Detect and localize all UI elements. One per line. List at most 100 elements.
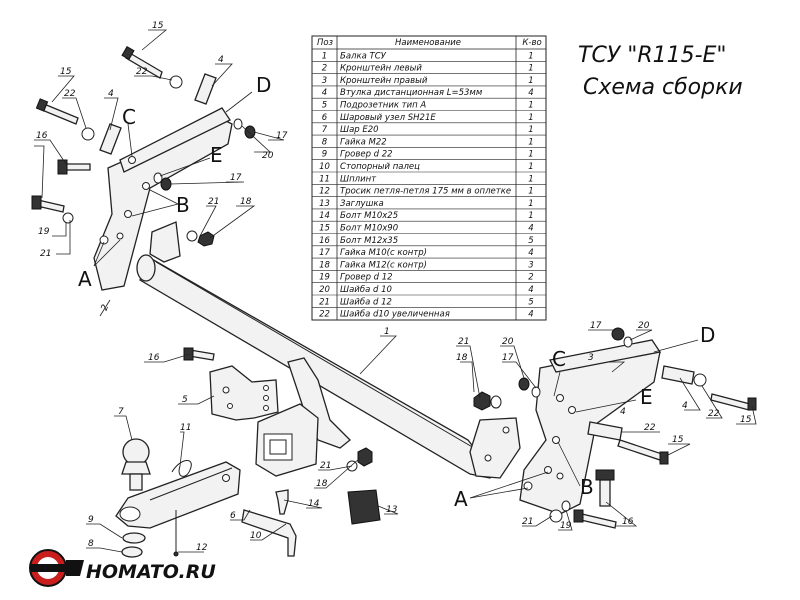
- part-number: 17: [590, 321, 602, 331]
- part-number: 21: [40, 249, 51, 259]
- table-cell-pos: 11: [319, 174, 330, 184]
- part-number: 9: [88, 515, 94, 525]
- table-cell-qty: 2: [528, 273, 533, 283]
- table-cell-name: Кронштейн левый: [340, 64, 422, 74]
- label-e-right: E: [640, 385, 653, 409]
- part-number: 3: [588, 353, 594, 363]
- table-cell-pos: 15: [319, 224, 330, 234]
- part-number: 18: [316, 479, 328, 489]
- part-number: 21: [458, 337, 469, 347]
- part-number: 6: [230, 511, 236, 521]
- stop-pin: [241, 509, 297, 557]
- table-cell-pos: 1: [322, 51, 327, 61]
- label-a-right: A: [454, 487, 468, 511]
- table-cell-qty: 1: [528, 150, 533, 160]
- spacer-sleeves: [99, 73, 695, 441]
- table-cell-name: Заглушка: [340, 199, 384, 209]
- part-number: 19: [38, 227, 50, 237]
- table-cell-pos: 18: [319, 260, 330, 270]
- label-d-left: D: [256, 73, 271, 97]
- table-cell-name: Гайка М22: [340, 137, 387, 147]
- table-cell-pos: 6: [322, 113, 328, 123]
- part-number: 21: [320, 461, 331, 471]
- logo-text: HOMATO.RU: [86, 561, 216, 583]
- table-cell-qty: 1: [528, 125, 533, 135]
- socket-plate: [209, 365, 279, 421]
- table-cell-name: Гайка М12(с контр): [340, 260, 427, 270]
- table-header-name: Наименование: [395, 38, 461, 48]
- part-number: 22: [644, 423, 656, 433]
- table-cell-pos: 21: [319, 297, 330, 307]
- table-cell-pos: 10: [319, 162, 330, 172]
- part-number: 21: [522, 517, 533, 527]
- part-number: 16: [36, 131, 48, 141]
- table-cell-pos: 20: [319, 285, 330, 295]
- part-number: 20: [262, 151, 274, 161]
- table-cell-name: Шайба d 12: [340, 297, 392, 307]
- table-cell-name: Втулка дистанционная L=53мм: [340, 88, 483, 98]
- part-number: 17: [230, 173, 242, 183]
- part-number: 4: [620, 407, 626, 417]
- table-cell-name: Шплинт: [340, 174, 377, 184]
- table-cell-name: Тросик петля-петля 175 мм в оплетке: [340, 187, 511, 197]
- table-cell-name: Кронштейн правый: [340, 76, 428, 86]
- table-cell-qty: 5: [528, 297, 533, 307]
- part-number: 11: [180, 423, 191, 433]
- part-number: 13: [386, 505, 398, 515]
- table-cell-pos: 7: [322, 125, 328, 135]
- table-cell-name: Балка ТСУ: [340, 51, 387, 61]
- table-cell-pos: 13: [319, 199, 330, 209]
- table-cell-pos: 19: [319, 273, 330, 283]
- part-number: 22: [708, 409, 720, 419]
- part-number: 4: [682, 401, 688, 411]
- table-cell-name: Болт М10х25: [340, 211, 398, 221]
- table-cell-name: Гровер d 12: [340, 273, 393, 283]
- label-a-left: A: [78, 267, 92, 291]
- drawing-title: ТСУ "R115-E": [578, 43, 727, 68]
- nuts-and-washers: [62, 75, 707, 523]
- table-cell-pos: 16: [319, 236, 330, 246]
- table-header-pos: Поз: [317, 38, 334, 48]
- table-cell-qty: 1: [528, 51, 533, 61]
- table-cell-qty: 1: [528, 101, 533, 111]
- part-number: 8: [88, 539, 94, 549]
- part-number: 15: [60, 67, 72, 77]
- part-number: 12: [196, 543, 208, 553]
- part-number: 7: [118, 407, 124, 417]
- table-cell-qty: 1: [528, 76, 533, 86]
- main-beam: [136, 221, 521, 479]
- part-number: 20: [638, 321, 650, 331]
- label-d-right: D: [700, 323, 715, 347]
- label-b-right: B: [580, 475, 594, 499]
- table-cell-name: Гровер d 22: [340, 150, 393, 160]
- table-cell-qty: 1: [528, 199, 533, 209]
- part-number: 17: [276, 131, 288, 141]
- table-cell-name: Шар Е20: [340, 125, 379, 135]
- part-number: 17: [502, 353, 514, 363]
- table-cell-name: Шайба d10 увеличенная: [340, 310, 450, 320]
- homato-logo: HOMATO.RU: [29, 549, 216, 587]
- table-cell-qty: 1: [528, 137, 533, 147]
- part-number: 18: [456, 353, 468, 363]
- table-cell-qty: 1: [528, 187, 533, 197]
- part-number: 22: [64, 89, 76, 99]
- bolts: [31, 45, 757, 529]
- part-number: 15: [152, 21, 164, 31]
- table-cell-qty: 1: [528, 174, 533, 184]
- table-cell-pos: 9: [322, 150, 327, 160]
- table-cell-qty: 1: [528, 64, 533, 74]
- part-number: 10: [250, 531, 262, 541]
- part-number: 14: [308, 499, 320, 509]
- table-cell-qty: 1: [528, 211, 533, 221]
- table-cell-pos: 22: [319, 310, 330, 320]
- table-cell-qty: 1: [528, 113, 533, 123]
- table-cell-qty: 1: [528, 162, 533, 172]
- label-e-left: E: [210, 143, 223, 167]
- part-number: 4: [108, 89, 114, 99]
- table-cell-pos: 12: [319, 187, 330, 197]
- table-header-qty: К-во: [522, 38, 541, 48]
- table-cell-name: Болт М10х90: [340, 224, 398, 234]
